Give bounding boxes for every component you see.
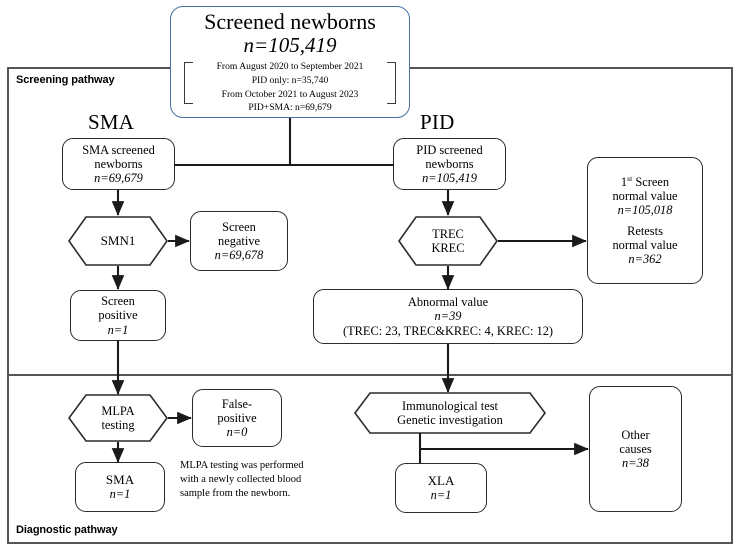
node-mlpa-testing-hexagon: MLPA testing (68, 394, 168, 442)
detail-line-3: From October 2021 to August 2023 (221, 88, 359, 100)
detail-line-1: From August 2020 to September 2021 (216, 61, 364, 73)
screen-positive-line1: Screen (101, 294, 135, 309)
detail-line-4: PID+SMA: n=69,679 (248, 102, 332, 114)
first-screen-line2: normal value (612, 188, 678, 203)
screened-newborns-box: Screened newborns n=105,419 From August … (170, 6, 410, 118)
hexagon-shape-smn1 (68, 216, 168, 266)
smn1-label: SMN1 (100, 232, 136, 248)
screen-positive-line2: positive (98, 308, 138, 323)
node-screen-negative: Screen negative n=69,678 (190, 211, 288, 271)
screen-positive-count: n=1 (107, 322, 129, 337)
retests-count: n=362 (628, 252, 662, 267)
screened-newborns-title: Screened newborns (204, 9, 376, 35)
diagnostic-pathway-label: Diagnostic pathway (16, 524, 118, 536)
pid-screened-line2: newborns (425, 156, 474, 171)
first-screen-ordinal-suffix: st (627, 173, 633, 183)
hexagon-shape-mlpa (68, 394, 168, 442)
abnormal-value-count: n=39 (434, 309, 462, 324)
mlpa-note-line2: with a newly collected blood (180, 473, 302, 485)
pid-screened-line1: PID screened (416, 142, 483, 157)
mlpa-note: MLPA testing was performed with a newly … (180, 459, 325, 501)
diagnostic-pathway-frame (7, 374, 733, 544)
immunological-line1: Immunological test (401, 398, 498, 413)
mlpa-note-line1: MLPA testing was performed (180, 460, 304, 471)
xla-result-label: XLA (427, 472, 455, 488)
screening-pathway-label: Screening pathway (16, 74, 115, 86)
abnormal-value-breakdown: (TREC: 23, TREC&KREC: 4, KREC: 12) (342, 323, 554, 338)
pid-screened-count: n=105,419 (422, 171, 477, 186)
sma-result-label: SMA (105, 471, 135, 487)
first-screen-count: n=105,018 (617, 202, 673, 217)
node-sma-result: SMA n=1 (75, 462, 165, 512)
retests-line2: normal value (612, 238, 678, 253)
sma-screened-count: n=69,679 (94, 171, 143, 186)
trec-label: TREC (432, 226, 464, 241)
first-screen-line1: 1st Screen (620, 173, 670, 189)
sma-result-count: n=1 (109, 487, 131, 502)
mlpa-line2: testing (101, 418, 135, 432)
first-screen-word: Screen (632, 174, 670, 189)
node-false-positive: False- positive n=0 (192, 389, 282, 447)
other-causes-line1: Other (621, 427, 650, 442)
node-immunological-test-hexagon: Immunological test Genetic investigation (354, 392, 546, 434)
bracket-left (184, 62, 193, 105)
node-abnormal-value: Abnormal value n=39 (TREC: 23, TREC&KREC… (313, 289, 583, 344)
node-xla-result: XLA n=1 (395, 463, 487, 513)
screen-negative-line1: Screen (222, 219, 256, 234)
bracket-right (387, 62, 396, 105)
screen-negative-count: n=69,678 (214, 248, 264, 263)
mlpa-note-line3: sample from the newborn. (180, 487, 291, 499)
retests-line1: Retests (627, 224, 663, 239)
node-pid-screened-newborns: PID screened newborns n=105,419 (393, 138, 506, 190)
false-positive-count: n=0 (226, 425, 248, 440)
node-sma-screened-newborns: SMA screened newborns n=69,679 (62, 138, 175, 190)
false-positive-line2: positive (217, 410, 257, 425)
false-positive-line1: False- (221, 396, 253, 411)
sma-screened-line1: SMA screened (82, 142, 155, 157)
other-causes-line2: causes (619, 441, 652, 456)
hexagon-shape-trec-krec (398, 216, 498, 266)
other-causes-count: n=38 (622, 456, 649, 471)
krec-label: KREC (431, 241, 465, 255)
node-trec-krec-hexagon: TREC KREC (398, 216, 498, 266)
first-screen-ordinal-number: 1 (620, 174, 628, 189)
hexagon-shape-immunological (354, 392, 546, 434)
screen-negative-line2: negative (218, 233, 260, 248)
node-first-screen-normal-value: 1st Screen normal value n=105,018 Retest… (587, 157, 703, 284)
node-screen-positive: Screen positive n=1 (70, 290, 166, 341)
sma-screened-line2: newborns (94, 156, 143, 171)
screened-newborns-count: n=105,419 (243, 33, 337, 58)
abnormal-value-line1: Abnormal value (407, 295, 489, 310)
detail-line-2: PID only: n=35,740 (251, 74, 329, 86)
branch-label-pid: PID (420, 110, 455, 134)
immunological-line2: Genetic investigation (397, 413, 503, 427)
mlpa-line1: MLPA (101, 403, 135, 418)
node-smn1-hexagon: SMN1 (68, 216, 168, 266)
node-other-causes: Other causes n=38 (589, 386, 682, 512)
xla-result-count: n=1 (430, 488, 452, 503)
branch-label-sma: SMA (88, 110, 135, 134)
